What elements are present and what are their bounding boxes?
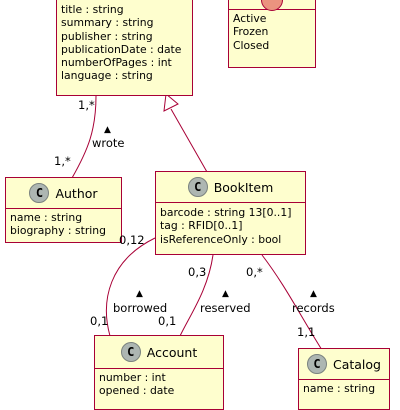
book-item-divider: [156, 202, 305, 203]
catalog-header: C Catalog: [299, 349, 389, 379]
account-attr-opened: opened : date: [99, 384, 175, 398]
wrote-mult-book: 1,*: [78, 98, 95, 112]
records-direction-icon: ▲: [310, 289, 317, 299]
book-item-attr-tag: tag : RFID[0..1]: [160, 219, 243, 233]
reserved-line: [179, 254, 214, 337]
book-attr-publication-date: publicationDate : date: [61, 42, 182, 56]
author-divider: [6, 208, 121, 209]
enum-values: Active Frozen Closed: [229, 10, 315, 52]
book-attr-publisher: publisher : string: [61, 29, 153, 43]
wrote-mult-author: 1,*: [54, 154, 71, 168]
reserved-mult-bookitem: 0,3: [188, 265, 207, 279]
reserved-label: reserved: [200, 301, 251, 315]
records-line: [261, 254, 323, 351]
borrowed-line: [105, 237, 156, 337]
records-mult-catalog: 1,1: [297, 325, 316, 339]
author-class-name: Author: [55, 185, 98, 201]
catalog-divider: [299, 379, 389, 380]
borrowed-mult-account: 0,1: [90, 314, 109, 328]
enum-value-active: Active: [233, 12, 267, 25]
enum-value-frozen: Frozen: [233, 25, 269, 39]
reserved-direction-icon: ▲: [222, 289, 229, 299]
author-attr-biography: biography : string: [10, 224, 106, 238]
catalog-attributes: name : string: [299, 380, 389, 395]
account-class: C Account number : int opened : date: [94, 335, 224, 410]
book-class: title : string summary : string publishe…: [56, 0, 193, 96]
author-header: C Author: [6, 178, 121, 208]
account-attr-number: number : int: [99, 371, 166, 384]
account-header: C Account: [95, 336, 223, 368]
catalog-attr-name: name : string: [303, 382, 376, 395]
borrowed-label: borrowed: [113, 301, 168, 315]
book-item-attributes: barcode : string 13[0..1] tag : RFID[0..…: [156, 203, 305, 246]
book-attr-summary: summary : string: [61, 16, 154, 30]
records-label: records: [292, 301, 335, 315]
book-attr-number-of-pages: numberOfPages : int: [61, 56, 172, 70]
account-status-enum: Active Frozen Closed: [228, 0, 316, 68]
borrowed-mult-bookitem: 0,12: [119, 233, 145, 247]
author-attributes: name : string biography : string: [6, 209, 121, 238]
author-attr-name: name : string: [10, 211, 83, 224]
book-item-header: C BookItem: [156, 172, 305, 202]
class-badge-icon: C: [29, 183, 50, 203]
records-mult-bookitem: 0,*: [246, 265, 263, 279]
wrote-direction-icon: ▲: [104, 125, 111, 135]
book-item-attr-is-reference-only: isReferenceOnly : bool: [160, 232, 282, 246]
borrowed-direction-icon: ▲: [136, 289, 143, 299]
class-badge-icon: C: [306, 354, 327, 374]
book-item-class-name: BookItem: [213, 179, 274, 195]
generalization-arrowhead: [163, 93, 179, 112]
account-attributes: number : int opened : date: [95, 369, 223, 398]
account-class-name: Account: [146, 344, 198, 360]
book-item-attr-barcode: barcode : string 13[0..1]: [160, 206, 292, 219]
book-attr-language: language : string: [61, 69, 153, 83]
reserved-mult-account: 0,1: [158, 314, 177, 328]
relation-lines: [71, 93, 323, 351]
wrote-label: wrote: [92, 136, 125, 150]
enum-value-closed: Closed: [233, 38, 270, 52]
book-attr-title: title : string: [61, 3, 124, 16]
author-class: C Author name : string biography : strin…: [5, 177, 122, 243]
catalog-class: C Catalog name : string: [298, 348, 390, 410]
book-attributes: title : string summary : string publishe…: [57, 0, 192, 83]
catalog-class-name: Catalog: [332, 356, 381, 372]
account-divider: [95, 368, 223, 369]
class-badge-icon: C: [187, 177, 208, 197]
uml-class-diagram: title : string summary : string publishe…: [5, 0, 390, 410]
book-item-class: C BookItem barcode : string 13[0..1] tag…: [155, 171, 306, 255]
generalization-line: [170, 108, 208, 173]
wrote-line: [71, 95, 97, 179]
class-badge-icon: C: [120, 342, 141, 362]
